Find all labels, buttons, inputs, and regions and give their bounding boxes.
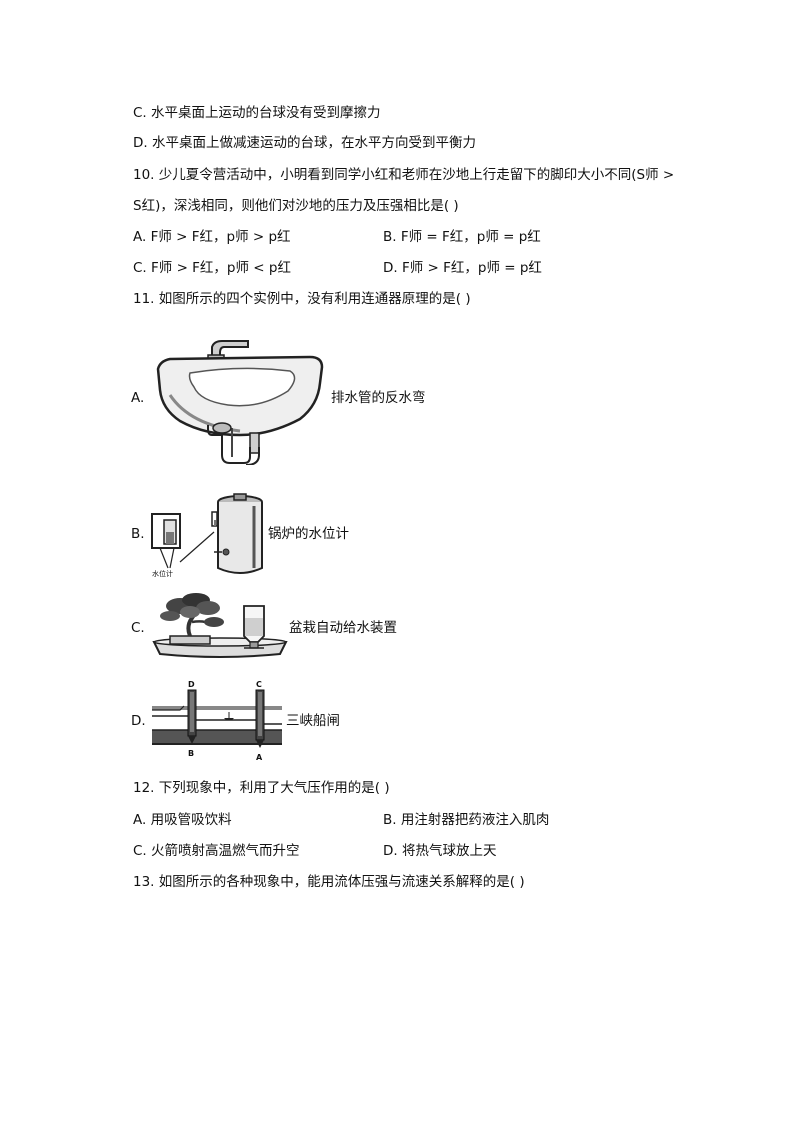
q11-option-d-label: D. — [131, 713, 146, 729]
boiler-gauge-figure: 水位计 — [151, 493, 263, 578]
q12-option-a: A. 用吸管吸饮料 — [133, 812, 232, 828]
bonsai-watering-figure — [152, 593, 288, 658]
q11-option-d-caption: 三峡船闸 — [286, 713, 340, 729]
lock-letter-c: C — [256, 680, 262, 689]
q11-option-b-label: B. — [131, 526, 145, 542]
q10-option-d: D. F师 > F红，p师 = p红 — [383, 260, 542, 276]
q12-option-b: B. 用注射器把药液注入肌肉 — [383, 812, 550, 828]
q11-option-b-caption: 锅炉的水位计 — [268, 526, 349, 542]
q11-option-a-caption: 排水管的反水弯 — [331, 390, 426, 406]
q10-option-a: A. F师 > F红，p师 > p红 — [133, 229, 291, 245]
lock-letter-b: B — [188, 749, 194, 758]
q11-option-c-label: C. — [131, 620, 145, 636]
q9-option-d: D. 水平桌面上做减速运动的台球，在水平方向受到平衡力 — [133, 135, 476, 151]
ship-lock-figure: D C B A — [152, 680, 282, 760]
q10-stem-line2: S红)，深浅相同，则他们对沙地的压力及压强相比是( ) — [133, 198, 459, 214]
q10-option-b: B. F师 = F红，p师 = p红 — [383, 229, 541, 245]
q12-option-d: D. 将热气球放上天 — [383, 843, 497, 859]
q9-option-c: C. 水平桌面上运动的台球没有受到摩擦力 — [133, 105, 381, 121]
q12-option-c: C. 火箭喷射高温燃气而升空 — [133, 843, 300, 859]
q11-option-c-caption: 盆栽自动给水装置 — [289, 620, 397, 636]
lock-letter-d: D — [188, 680, 195, 689]
q13-stem: 13. 如图所示的各种现象中，能用流体压强与流速关系解释的是( ) — [133, 874, 525, 890]
q10-stem-line1: 10. 少儿夏令营活动中，小明看到同学小红和老师在沙地上行走留下的脚印大小不同(… — [133, 167, 675, 183]
q11-stem: 11. 如图所示的四个实例中，没有利用连通器原理的是( ) — [133, 291, 471, 307]
q11-option-a-label: A. — [131, 390, 145, 406]
q12-stem: 12. 下列现象中，利用了大气压作用的是( ) — [133, 780, 390, 796]
q10-option-c: C. F师 > F红，p师 < p红 — [133, 260, 291, 276]
sink-trap-figure — [156, 340, 324, 465]
lock-letter-a: A — [256, 753, 263, 760]
gauge-label-text: 水位计 — [152, 569, 173, 578]
